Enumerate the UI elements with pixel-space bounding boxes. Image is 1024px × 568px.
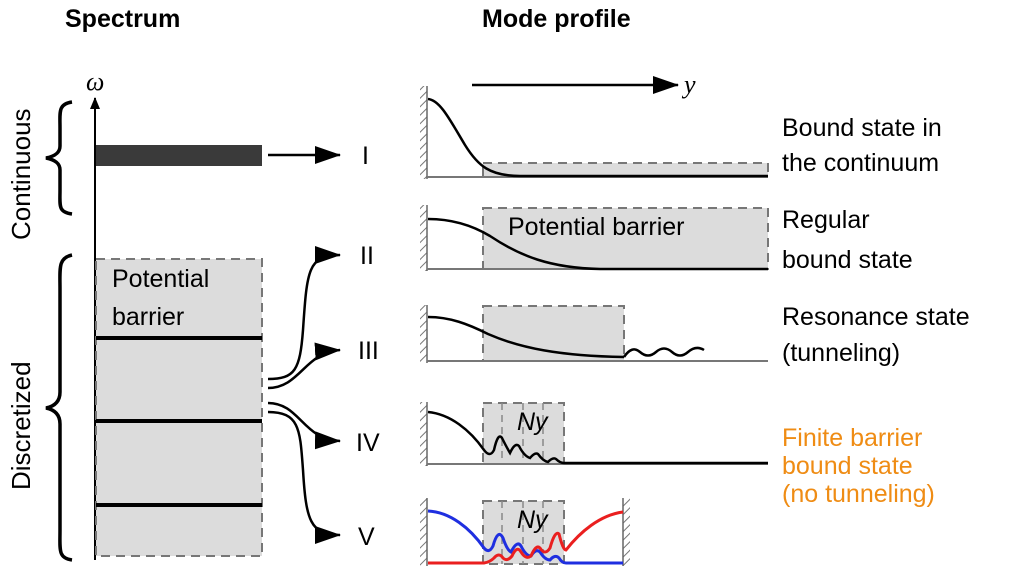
state-i-description-line1: Bound state in	[782, 114, 942, 142]
mode-profile-i	[420, 86, 769, 179]
y-axis-label: y	[681, 70, 696, 99]
potential-barrier-box	[482, 207, 769, 270]
mode-curve	[427, 410, 768, 465]
wall-hatch-icon	[420, 205, 427, 271]
state-numeral-iii: III	[358, 337, 379, 365]
mode-curve-red	[428, 510, 624, 565]
arrow-to-state-iv	[267, 401, 341, 450]
finite-barrier-label: Ny	[517, 506, 549, 534]
state-numeral-i: I	[362, 142, 369, 170]
spectrum-barrier-label-line1: Potential	[112, 265, 209, 293]
omega-axis-label: ω	[86, 67, 104, 96]
state-arrows	[267, 146, 341, 544]
mode-profile-iv: Ny	[420, 402, 768, 466]
state-iv-description-line3: (no tunneling)	[782, 480, 935, 508]
arrow-to-state-ii	[267, 246, 341, 381]
mode-profile-iii	[420, 305, 768, 363]
state-numeral-iv: IV	[356, 429, 380, 457]
potential-barrier-label: Potential barrier	[508, 213, 684, 241]
state-iv-description-line1: Finite barrier	[782, 424, 922, 452]
state-ii-description-line2: bound state	[782, 246, 913, 274]
mode-curve-blue	[427, 509, 623, 565]
spectrum-title: Spectrum	[65, 5, 180, 33]
continuous-brace	[45, 100, 73, 216]
state-i-description-line2: the continuum	[782, 149, 939, 177]
state-iv-description-line2: bound state	[782, 452, 913, 480]
mode-profile-ii: Potential barrier	[420, 205, 769, 271]
state-ii-description-line1: Regular	[782, 206, 870, 234]
wall-hatch-icon	[420, 402, 427, 466]
arrow-to-state-iii	[267, 342, 341, 390]
wall-hatch-icon-right	[623, 498, 630, 566]
mode-curve	[427, 97, 768, 178]
wall-hatch-icon	[420, 498, 427, 566]
wall-hatch-icon	[420, 86, 427, 179]
discretized-region-label: Discretized	[6, 361, 36, 490]
discretized-brace	[45, 253, 73, 562]
wall-hatch-icon	[420, 305, 427, 363]
state-descriptions: Bound state in the continuum Regular bou…	[782, 114, 970, 508]
mode-curve	[427, 217, 768, 271]
mode-curve	[427, 315, 625, 359]
spectrum-barrier-label-line2: barrier	[112, 303, 184, 331]
spectrum-panel: Continuous Discretized ω Potential barri…	[6, 67, 263, 562]
tunneling-wave	[622, 346, 705, 358]
mode-profile-v: Ny	[420, 498, 630, 566]
continuum-band	[96, 145, 262, 166]
state-iii-description-line1: Resonance state	[782, 303, 970, 331]
state-iii-description-line2: (tunneling)	[782, 339, 900, 367]
finite-barrier-label: Ny	[517, 408, 549, 436]
continuous-region-label: Continuous	[6, 108, 36, 240]
state-numeral-ii: II	[360, 242, 374, 270]
mode-profile-title: Mode profile	[482, 5, 631, 33]
arrow-to-state-v	[267, 410, 341, 544]
state-numeral-v: V	[358, 523, 375, 551]
